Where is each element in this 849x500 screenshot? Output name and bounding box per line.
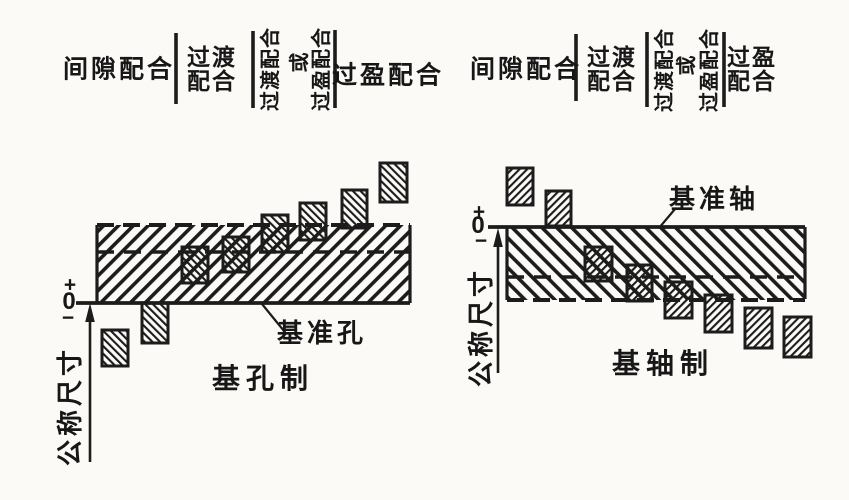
datum-hole-leader bbox=[261, 303, 285, 332]
transition-fit-label: 过渡 配合 bbox=[187, 45, 237, 93]
axis-arrowhead bbox=[493, 228, 503, 247]
interference-fit-vertical-label: 过盈配合 bbox=[311, 27, 333, 111]
hole-tolerance-zone bbox=[544, 189, 573, 228]
nominal-size-label: 公称尺寸 bbox=[55, 345, 85, 467]
clearance-fit-label: 间隙配合 bbox=[62, 55, 176, 84]
shaft-tolerance-zone bbox=[340, 188, 369, 230]
axis-arrowhead bbox=[85, 303, 95, 322]
hole-tolerance-zone bbox=[782, 315, 813, 359]
interference-fit-label: 过盈配合 bbox=[331, 61, 445, 90]
hole-tolerance-zone bbox=[505, 166, 535, 207]
shaft-tolerance-zone bbox=[100, 328, 130, 368]
transition-fit-line2: 配合 bbox=[587, 68, 637, 94]
datum-hole-tolerance-zone bbox=[97, 225, 410, 303]
transition-fit-line1: 过渡 bbox=[187, 43, 237, 70]
minus-sign: − bbox=[61, 306, 75, 330]
hole-tolerance-zone bbox=[743, 306, 774, 350]
datum-hole-zone bbox=[97, 225, 410, 303]
transition-fit-line1: 过渡 bbox=[587, 43, 637, 70]
shaft-basis-system-label: 基轴制 bbox=[611, 348, 715, 379]
or-label: 或 bbox=[676, 54, 698, 76]
zero-label: 0 bbox=[62, 288, 76, 315]
datum-shaft-leader bbox=[658, 208, 676, 229]
datum-shaft-zone bbox=[507, 227, 805, 300]
clearance-fit-label: 间隙配合 bbox=[469, 55, 583, 84]
datum-shaft-label: 基准轴 bbox=[668, 184, 760, 214]
shaft-tolerance-zone bbox=[260, 213, 290, 254]
interference-fit-vertical-label: 过盈配合 bbox=[699, 28, 721, 112]
plus-sign: + bbox=[472, 200, 486, 224]
datum-shaft-tolerance-zone bbox=[507, 227, 805, 300]
transition-fit-vertical-label: 过渡配合 bbox=[260, 27, 282, 111]
interference-fit-line2: 配合 bbox=[727, 68, 777, 94]
datum-hole-label: 基准孔 bbox=[276, 318, 368, 348]
shaft-tolerance-zone bbox=[298, 201, 328, 242]
or-label: 或 bbox=[289, 51, 311, 73]
shaft-tolerance-zones bbox=[100, 161, 409, 368]
transition-fit-label: 过渡 配合 bbox=[587, 45, 637, 93]
plus-sign: + bbox=[63, 273, 77, 297]
interference-fit-label: 过盈 配合 bbox=[727, 45, 777, 93]
shaft-tolerance-zone bbox=[378, 161, 409, 204]
transition-fit-vertical-label: 过渡配合 bbox=[654, 28, 676, 112]
minus-sign: − bbox=[474, 229, 488, 253]
hole-tolerance-zone bbox=[625, 263, 654, 303]
hole-basis-system-label: 基孔制 bbox=[211, 363, 315, 394]
interference-fit-line1: 过盈 bbox=[727, 43, 777, 70]
shaft-tolerance-zone bbox=[140, 301, 170, 345]
nominal-size-label: 公称尺寸 bbox=[466, 266, 496, 388]
zero-label: 0 bbox=[471, 212, 485, 239]
shaft-tolerance-zone bbox=[221, 235, 251, 274]
transition-fit-line2: 配合 bbox=[187, 68, 237, 94]
